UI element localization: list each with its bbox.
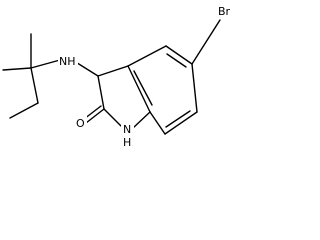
bond-group [2,19,221,135]
bond-c4-to-c5-outer [165,45,193,65]
atom-bromine-label: Br [218,5,231,18]
bond-c2-to-o-single [85,108,105,124]
bond-c4-to-c5-inner [166,53,187,68]
bond-c3a-to-c7a-inner [133,70,153,106]
bond-n1-to-c7a [132,111,151,129]
bond-quaternary-c-to-ch2 [30,67,39,104]
bond-c3a-to-c4 [127,45,167,67]
bond-c6-to-c7-inner [165,110,191,128]
atom-amine-nh-label: NH [59,55,76,68]
atom-oxygen-label: O [76,117,85,130]
bond-c3-to-c3a [97,65,129,77]
bond-c7-to-c7a [149,111,166,135]
bond-c3-to-c2 [97,75,105,110]
atom-ring-nitrogen-label: N [123,123,131,136]
chemical-structure-diagram: Br NH O N H [2,3,239,150]
atom-label-group: Br NH O N H [58,3,239,150]
bond-quaternary-c-to-methyl-left [2,67,32,71]
bond-ch2-to-ch3 [9,102,39,119]
bond-c5-to-br [191,19,221,65]
bond-c6-to-c7 [164,111,198,135]
bond-c7a-to-c3a [127,65,151,113]
atom-ring-nitrogen-hydrogen-label: H [123,136,131,149]
bond-c5-to-c6 [191,63,198,113]
bond-quaternary-c-to-nh [30,59,61,69]
bond-c2-to-n1 [103,108,122,127]
